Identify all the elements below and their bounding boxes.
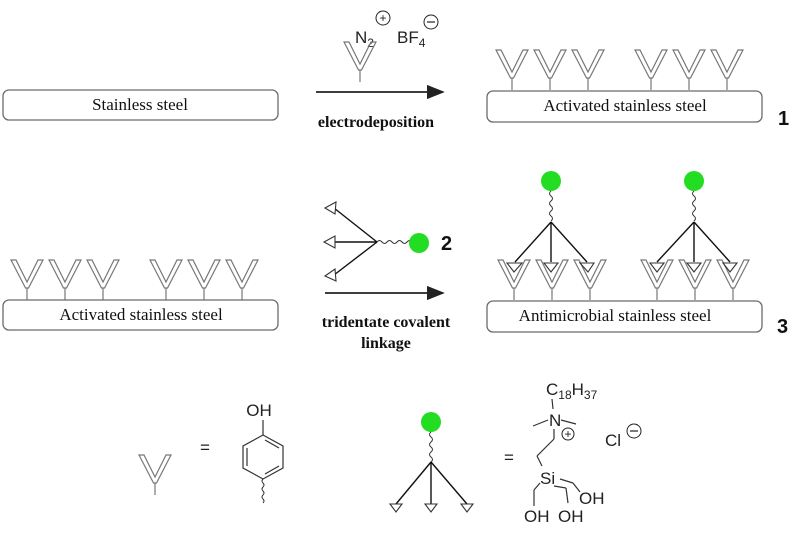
phenyl-linker-group [497, 259, 750, 301]
alkyl-chain-label: C18H37 [546, 380, 598, 402]
compound-number-3: 3 [777, 316, 788, 338]
phenol-structure: OH [242, 401, 284, 504]
antimicrobial-plate: Antimicrobial stainless steel [486, 171, 763, 333]
anchor-triangle-icon [323, 268, 337, 282]
legend-linker-definition: = OH [138, 401, 284, 504]
plus-charge-icon [561, 427, 575, 441]
biocide-ball-icon [409, 233, 429, 253]
activated-plate-1: Activated stainless steel [486, 49, 763, 123]
minus-charge-icon [423, 14, 439, 30]
quat-ammonium-silane-structure: C18H37 N + Si OH OH OH [524, 380, 605, 526]
plate-label: Activated stainless steel [59, 305, 223, 324]
tridentate-reagent: 2 [322, 201, 452, 282]
attached-biocide-unit [505, 171, 596, 273]
legend: = OH = C18H37 [138, 380, 642, 526]
chloride-counter-ion: Cl [605, 423, 642, 450]
phenyl-linker-group [10, 259, 259, 301]
phenyl-linker-group [495, 49, 744, 91]
equals-sign: = [504, 448, 514, 467]
tetrafluoroborate: BF4 [397, 28, 426, 50]
plate-label: Activated stainless steel [543, 96, 707, 115]
equals-sign: = [200, 438, 210, 457]
hydroxyl-label: OH [579, 489, 605, 508]
plus-charge-icon [375, 10, 391, 26]
condition-electrodeposition: electrodeposition [318, 114, 434, 131]
attached-biocide-unit [648, 171, 739, 273]
compound-number-1: 1 [778, 108, 789, 130]
diazonium-n2: N2 [355, 28, 374, 50]
plate-label: Antimicrobial stainless steel [519, 306, 712, 325]
nitrogen-label: N [549, 411, 561, 430]
condition-linkage: linkage [361, 335, 411, 352]
biocide-ball-icon [421, 412, 441, 432]
biocide-ball-icon [684, 171, 704, 191]
phenol-oh-label: OH [246, 401, 272, 420]
anchor-triangle-icon [323, 201, 337, 215]
minus-charge-icon [626, 423, 642, 439]
activated-plate-2: Activated stainless steel [2, 259, 279, 331]
silicon-label: Si [540, 469, 555, 488]
anchor-triangle-icon [322, 235, 336, 249]
condition-tridentate: tridentate covalent [322, 314, 451, 331]
compound-number-2: 2 [441, 233, 452, 255]
chloride-label: Cl [605, 431, 621, 450]
plus-charge-text: + [379, 11, 386, 25]
svg-text:+: + [564, 427, 571, 441]
plate-label: Stainless steel [92, 95, 188, 114]
stainless-steel-plate: Stainless steel [2, 89, 279, 121]
legend-biocide-definition: = C18H37 N + Si OH OH [388, 380, 642, 526]
y-linker-icon [138, 454, 172, 496]
wavy-tether [376, 240, 413, 244]
hydroxyl-label: OH [558, 507, 584, 526]
hydroxyl-label: OH [524, 507, 550, 526]
biocide-ball-icon [541, 171, 561, 191]
row-1: Stainless steel N2 + BF4 electrodepositi… [2, 10, 789, 131]
diazonium-reagent: N2 + BF4 [343, 10, 439, 83]
row-2: Activated stainless steel 2 tridentate c… [2, 171, 788, 352]
